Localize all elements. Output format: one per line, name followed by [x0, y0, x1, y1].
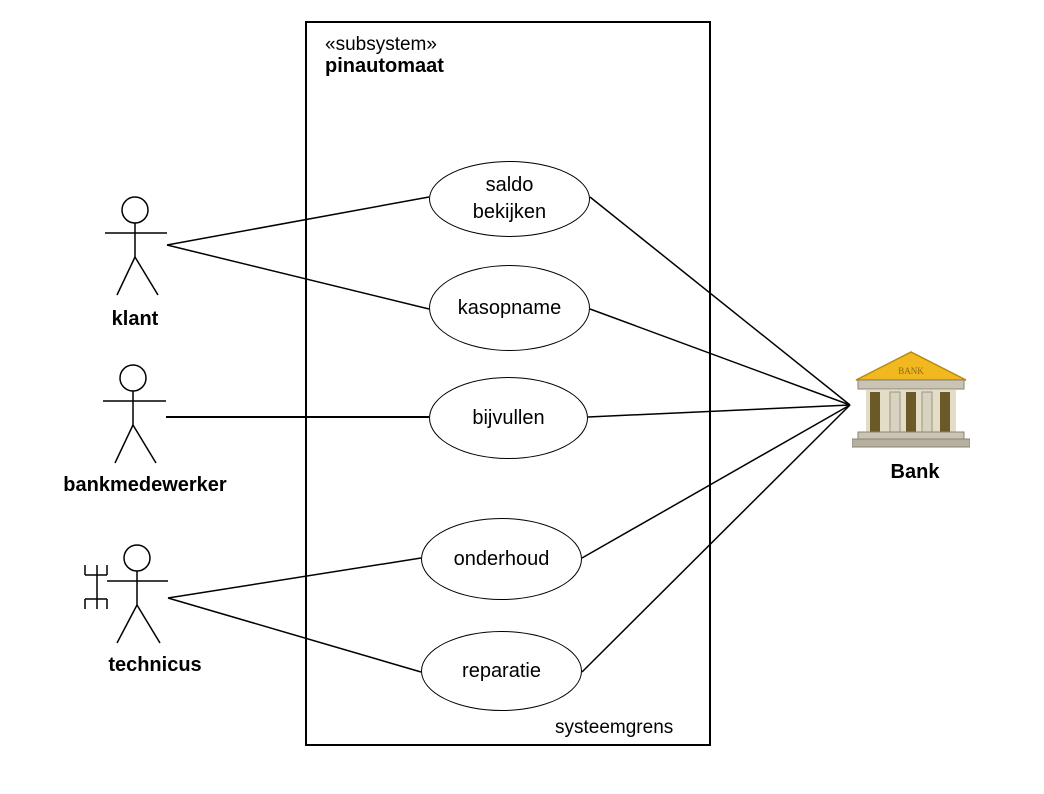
association-klant-saldo [166, 196, 430, 246]
subsystem-name: pinautomaat [325, 55, 444, 77]
association-onderhoud-bank [581, 404, 851, 559]
stick-figure-icon [105, 196, 167, 296]
system-boundary [305, 21, 711, 746]
stick-figure-icon [103, 364, 166, 464]
actor-label-bankmedewerker: bankmedewerker [63, 474, 227, 496]
bank-sign-text: BANK [898, 366, 924, 376]
association-technicus-onderhoud [167, 557, 422, 599]
usecase-onderhoud[interactable]: onderhoud [421, 518, 582, 600]
usecase-bijvullen[interactable]: bijvullen [429, 377, 588, 459]
usecase-saldo-bekijken[interactable]: saldo bekijken [429, 161, 590, 237]
association-klant-kasopname [166, 244, 430, 310]
boundary-label: systeemgrens [555, 717, 674, 738]
usecase-kasopname[interactable]: kasopname [429, 265, 590, 351]
bank-building-icon: BANK [852, 351, 970, 448]
association-saldo-bank [589, 196, 851, 406]
association-technicus-reparatie [167, 597, 422, 673]
usecase-reparatie[interactable]: reparatie [421, 631, 582, 711]
association-bijvullen-bank [587, 404, 851, 418]
association-reparatie-bank [581, 404, 851, 673]
stick-figure-with-tool-icon [84, 544, 168, 644]
association-kasopname-bank [589, 308, 851, 406]
actor-label-bank: Bank [890, 461, 940, 483]
subsystem-stereotype: «subsystem» [325, 34, 437, 55]
actor-label-technicus: technicus [108, 654, 202, 676]
actor-label-klant: klant [111, 308, 159, 330]
